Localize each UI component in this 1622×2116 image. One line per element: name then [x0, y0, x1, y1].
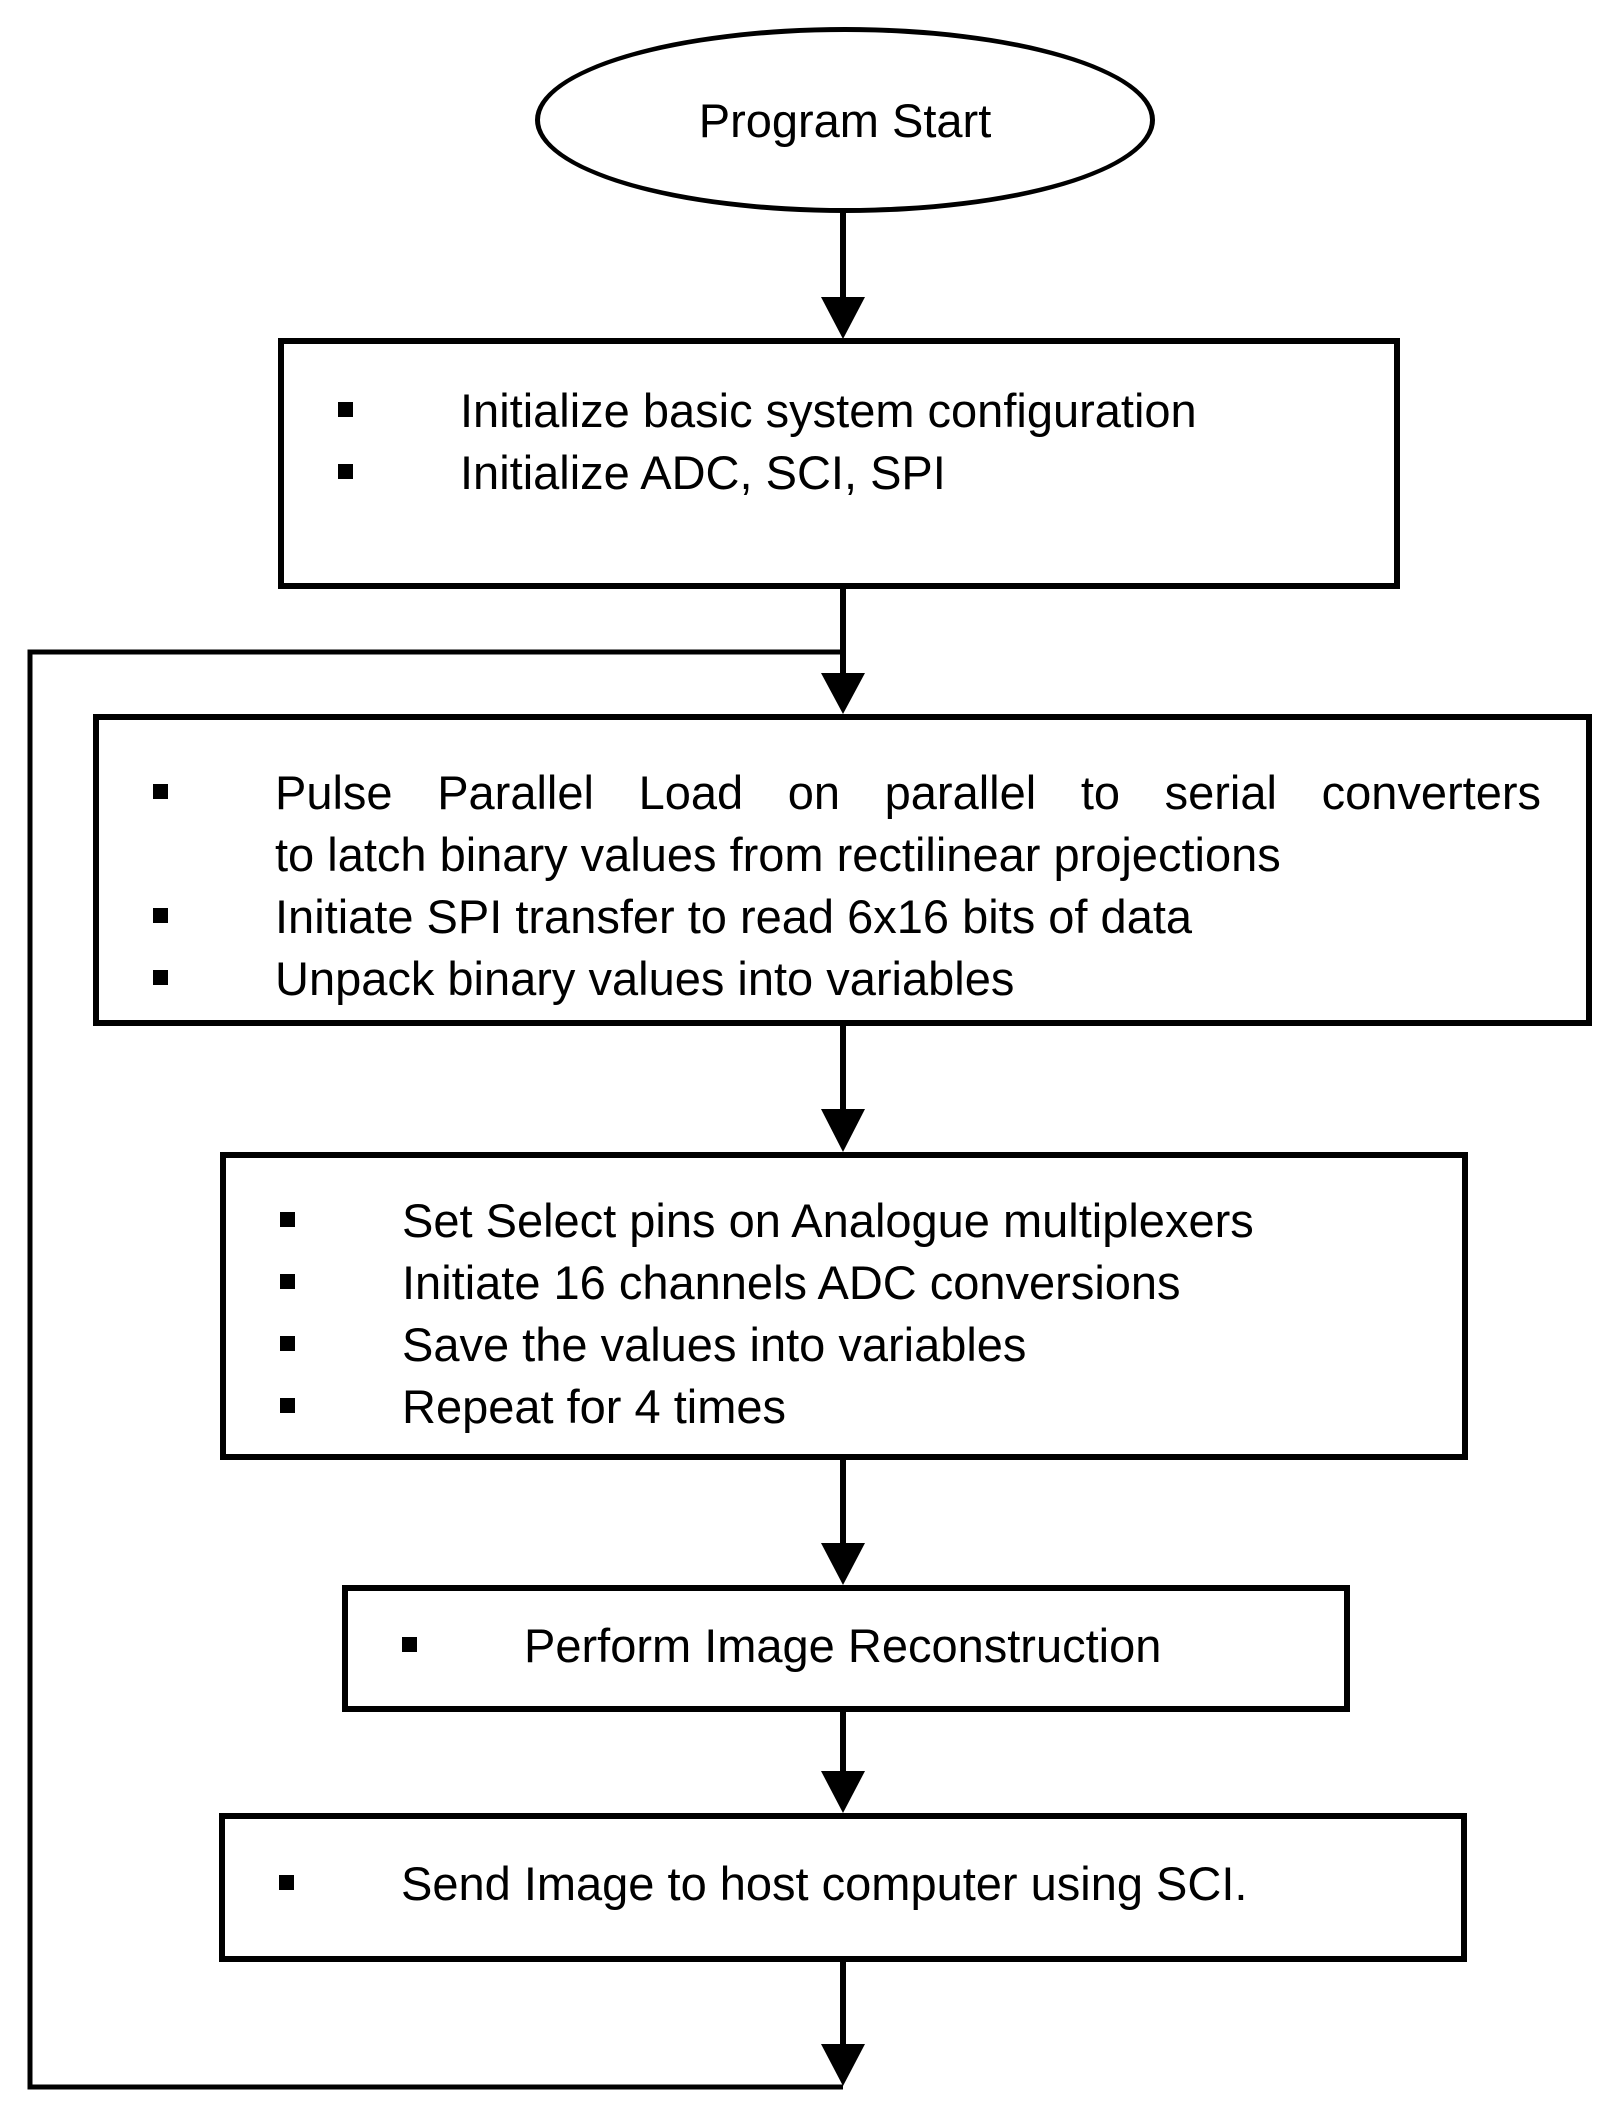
process-step-row: Initialize basic system configuration: [284, 380, 1394, 442]
bullet-square-icon: [153, 970, 168, 985]
bullet-square-icon: [153, 908, 168, 923]
process-step-row: Repeat for 4 times: [226, 1376, 1462, 1438]
process-box-adc-conversion: Set Select pins on Analogue multiplexers…: [220, 1152, 1468, 1460]
process-step-text: Set Select pins on Analogue multiplexers: [402, 1194, 1254, 1247]
arrowhead-init: [821, 297, 865, 339]
process-step-row: Perform Image Reconstruction: [348, 1615, 1344, 1677]
process-step-row: Unpack binary values into variables: [99, 948, 1586, 1010]
process-step-text: Initialize ADC, SCI, SPI: [460, 446, 946, 499]
process-step-row: Pulse Parallel Load on parallel to seria…: [99, 762, 1586, 824]
process-step-text: Perform Image Reconstruction: [524, 1619, 1162, 1672]
process-step-row: to latch binary values from rectilinear …: [99, 824, 1586, 886]
process-step-text: Unpack binary values into variables: [275, 952, 1015, 1005]
process-step-row: Initiate 16 channels ADC conversions: [226, 1252, 1462, 1314]
process-step-row: Save the values into variables: [226, 1314, 1462, 1376]
process-step-text: Initialize basic system configuration: [460, 384, 1197, 437]
process-box-image-reconstruction: Perform Image Reconstruction: [342, 1585, 1350, 1712]
process-step-text: Initiate SPI transfer to read 6x16 bits …: [275, 890, 1193, 943]
arrowhead-convert: [821, 1109, 865, 1152]
process-step-text: Initiate 16 channels ADC conversions: [402, 1256, 1181, 1309]
bullet-square-icon: [280, 1336, 295, 1351]
bullet-square-icon: [338, 402, 353, 417]
process-step-text: Send Image to host computer using SCI.: [401, 1857, 1248, 1910]
terminator-program-start: Program Start: [535, 27, 1155, 213]
bullet-square-icon: [280, 1274, 295, 1289]
arrowhead-reconstruct: [821, 1543, 865, 1585]
loop-back-line: [27, 649, 843, 2090]
process-step-row: Initiate SPI transfer to read 6x16 bits …: [99, 886, 1586, 948]
process-step-text: Pulse Parallel Load on parallel to seria…: [275, 766, 1541, 819]
arrowhead-loop: [821, 2044, 865, 2086]
bullet-square-icon: [279, 1875, 294, 1890]
process-step-text: Repeat for 4 times: [402, 1380, 787, 1433]
arrowhead-acquire: [821, 673, 865, 714]
process-box-send-image: Send Image to host computer using SCI.: [219, 1813, 1467, 1962]
arrowhead-send: [821, 1771, 865, 1813]
process-step-row: Initialize ADC, SCI, SPI: [284, 442, 1394, 504]
program-start-label: Program Start: [698, 93, 992, 147]
process-step-row: Set Select pins on Analogue multiplexers: [226, 1190, 1462, 1252]
bullet-square-icon: [280, 1398, 295, 1413]
process-step-text: to latch binary values from rectilinear …: [275, 828, 1281, 881]
process-box-acquire-projections: Pulse Parallel Load on parallel to seria…: [93, 714, 1592, 1026]
process-step-text: Save the values into variables: [402, 1318, 1027, 1371]
bullet-square-icon: [402, 1637, 417, 1652]
bullet-square-icon: [280, 1212, 295, 1227]
bullet-square-icon: [338, 464, 353, 479]
bullet-square-icon: [153, 784, 168, 799]
process-step-row: Send Image to host computer using SCI.: [225, 1853, 1461, 1915]
